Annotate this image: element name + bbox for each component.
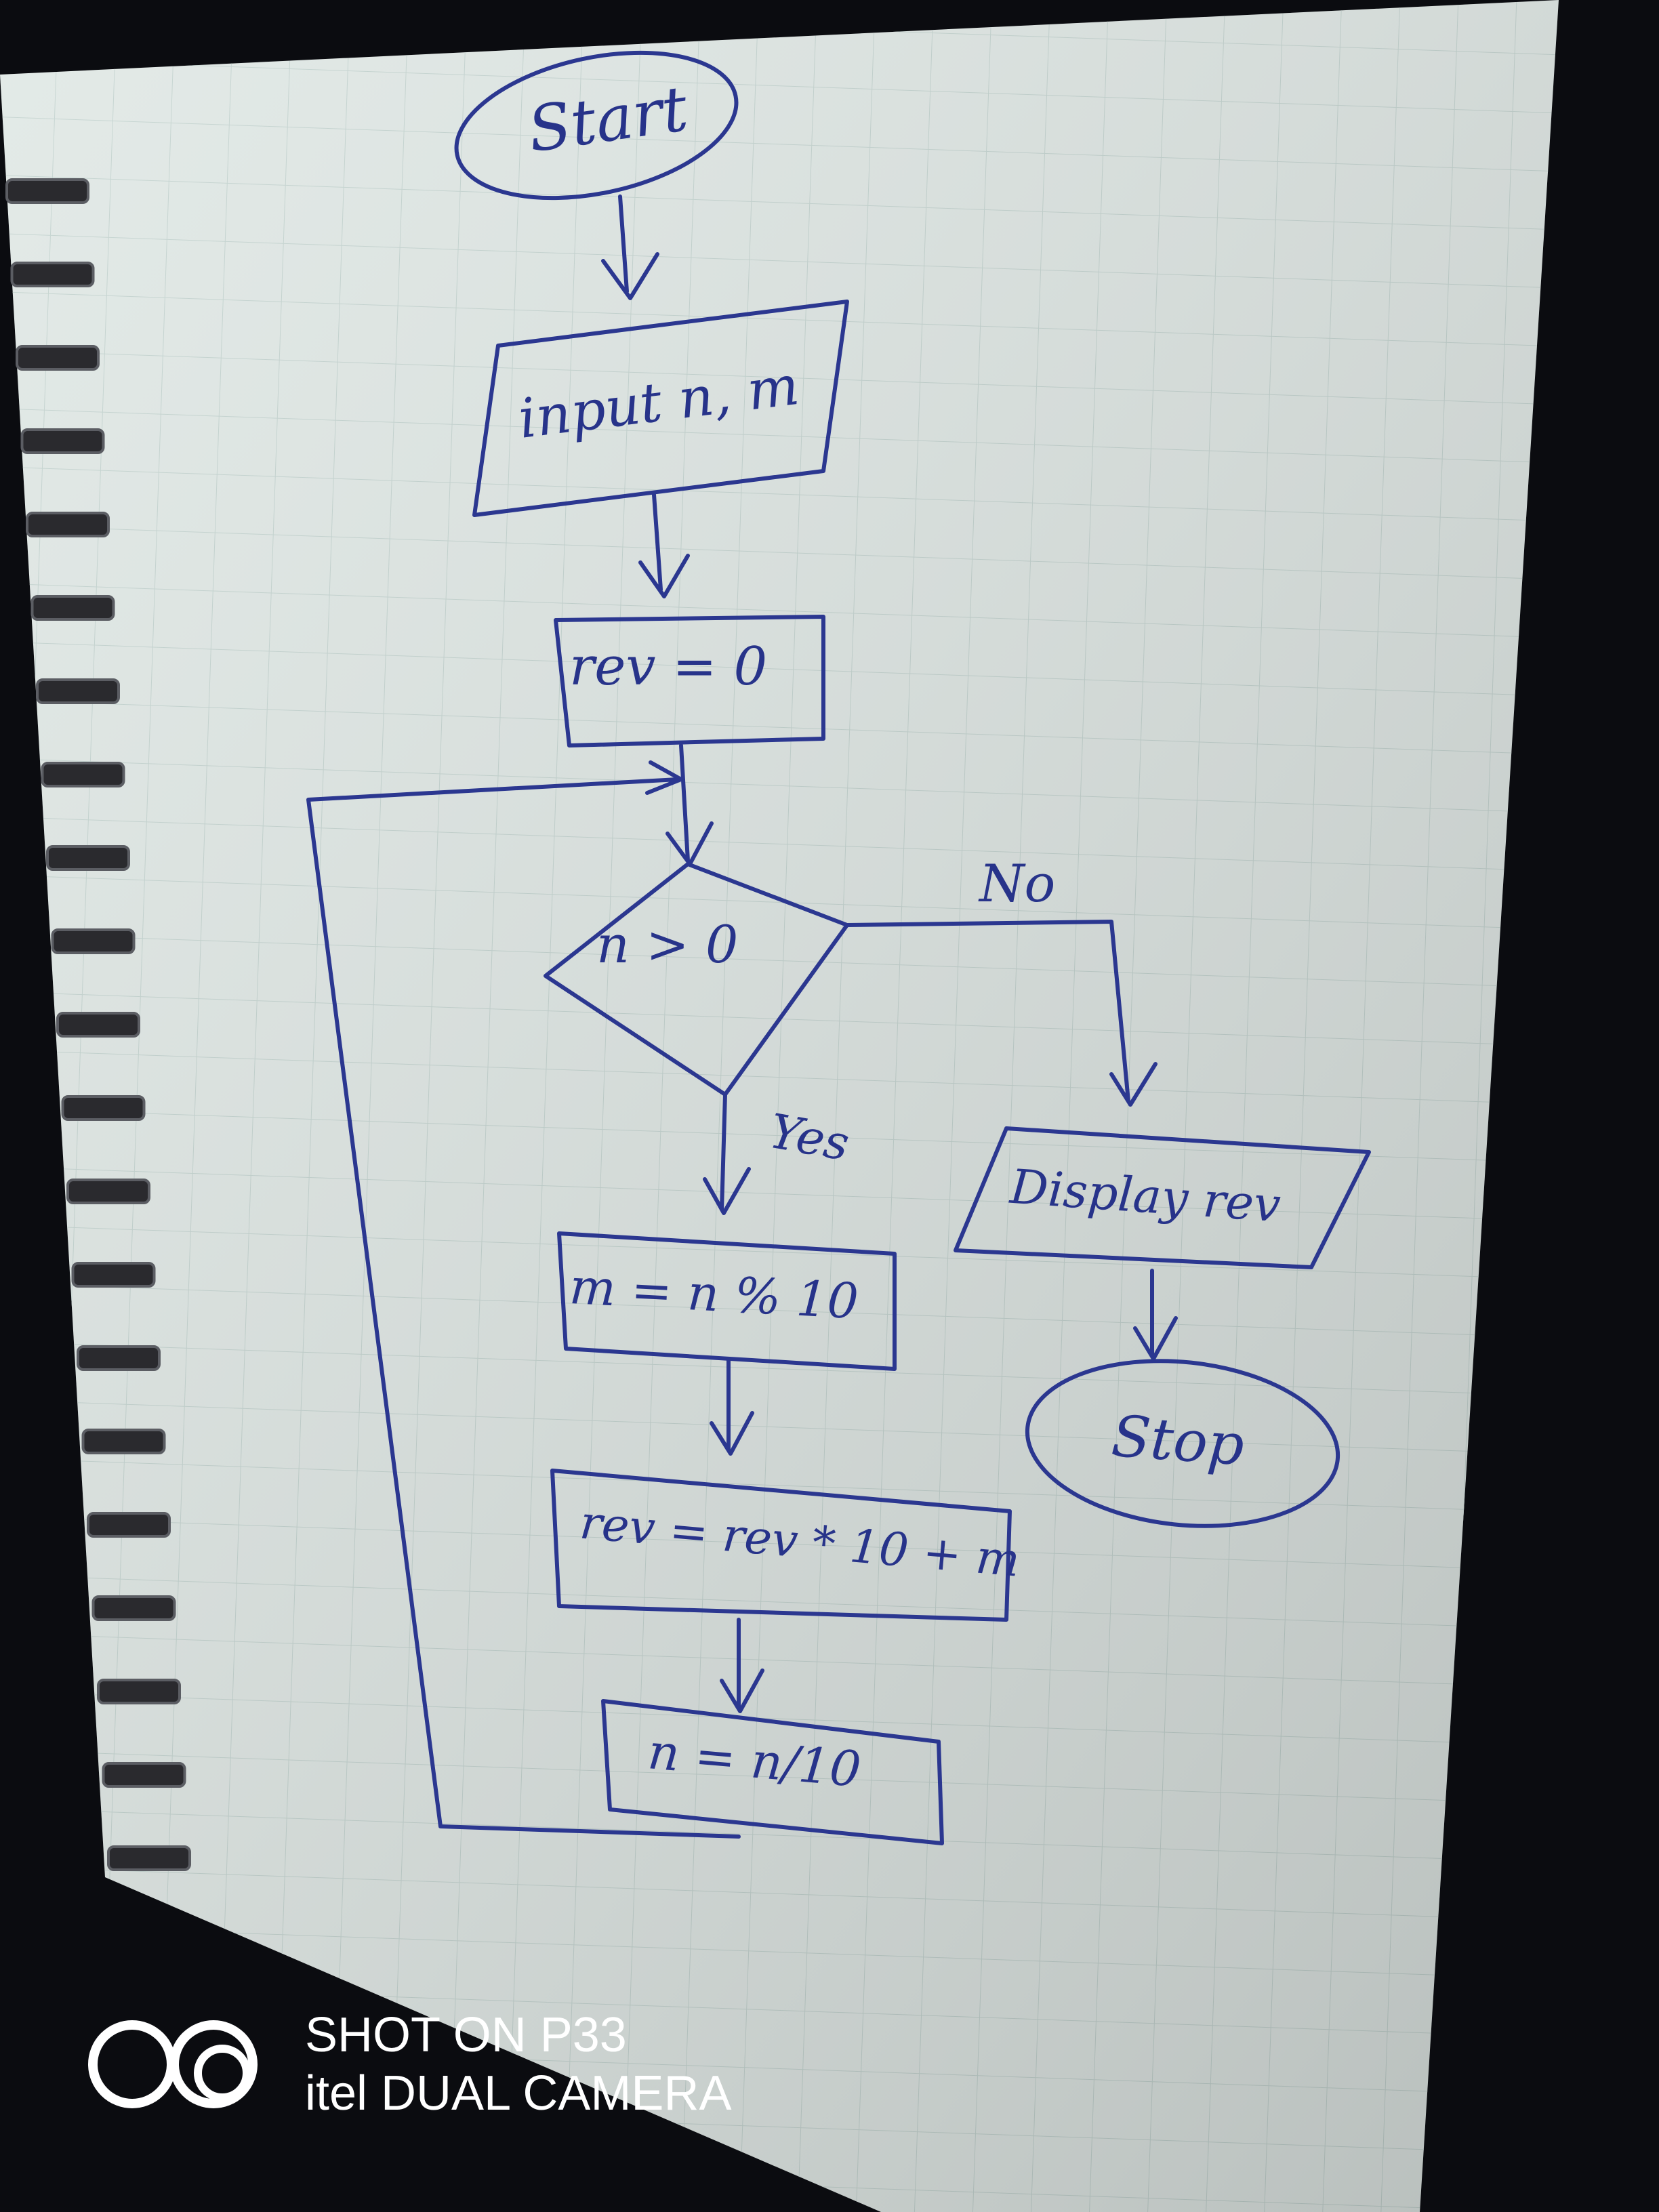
display-parallelogram <box>954 1126 1371 1269</box>
spiral-coil <box>77 1345 161 1371</box>
mod-process-box <box>557 1231 897 1371</box>
connectors <box>306 194 1178 1839</box>
spiral-coil <box>51 928 136 954</box>
spiral-coil <box>41 762 125 787</box>
page-shading <box>0 0 1559 2212</box>
decision-label: n > 0 <box>596 914 738 975</box>
spiral-coil <box>107 1845 191 1871</box>
start-terminal <box>454 50 739 201</box>
stop-terminal <box>1025 1359 1340 1528</box>
spiral-coil <box>56 1012 140 1038</box>
spiral-coil <box>36 678 120 704</box>
camera-logo-ring-icon <box>88 2020 176 2108</box>
watermark-line-2: itel DUAL CAMERA <box>305 2066 732 2121</box>
input-parallelogram <box>472 300 849 517</box>
watermark-line-1: SHOT ON P33 <box>305 2008 627 2062</box>
spiral-coil <box>26 512 110 537</box>
init-process-box <box>554 615 825 747</box>
spiral-coil <box>97 1679 181 1704</box>
rev-process-box <box>550 1469 1012 1622</box>
stop-label: Stop <box>1109 1403 1246 1478</box>
spiral-coil <box>20 428 105 454</box>
spiral-coil <box>46 845 130 871</box>
spiral-coil <box>30 595 115 621</box>
spiral-coil <box>5 178 89 204</box>
spiral-coil <box>81 1429 166 1454</box>
watermark-text: SHOT ON P33 itel DUAL CAMERA <box>305 2006 731 2123</box>
flow-shapes <box>454 50 1371 1845</box>
camera-logo-icon <box>88 2020 258 2108</box>
spiral-coil <box>66 1179 150 1204</box>
yes-label: Yes <box>765 1103 853 1172</box>
spiral-coil <box>61 1095 146 1121</box>
no-label: No <box>978 853 1055 914</box>
spiral-coil <box>16 345 100 371</box>
camera-logo-target-icon <box>169 2020 258 2108</box>
decision-diamond <box>544 862 849 1097</box>
spiral-coil <box>10 262 95 287</box>
spiral-coil <box>102 1762 186 1788</box>
spiral-coil <box>71 1262 156 1288</box>
init-label: rev = 0 <box>569 636 767 697</box>
spiral-coil <box>87 1512 171 1538</box>
div-process-box <box>601 1699 944 1845</box>
spiral-binding <box>5 178 191 1871</box>
camera-watermark: SHOT ON P33 itel DUAL CAMERA <box>88 2006 731 2123</box>
spiral-coil <box>91 1595 176 1621</box>
